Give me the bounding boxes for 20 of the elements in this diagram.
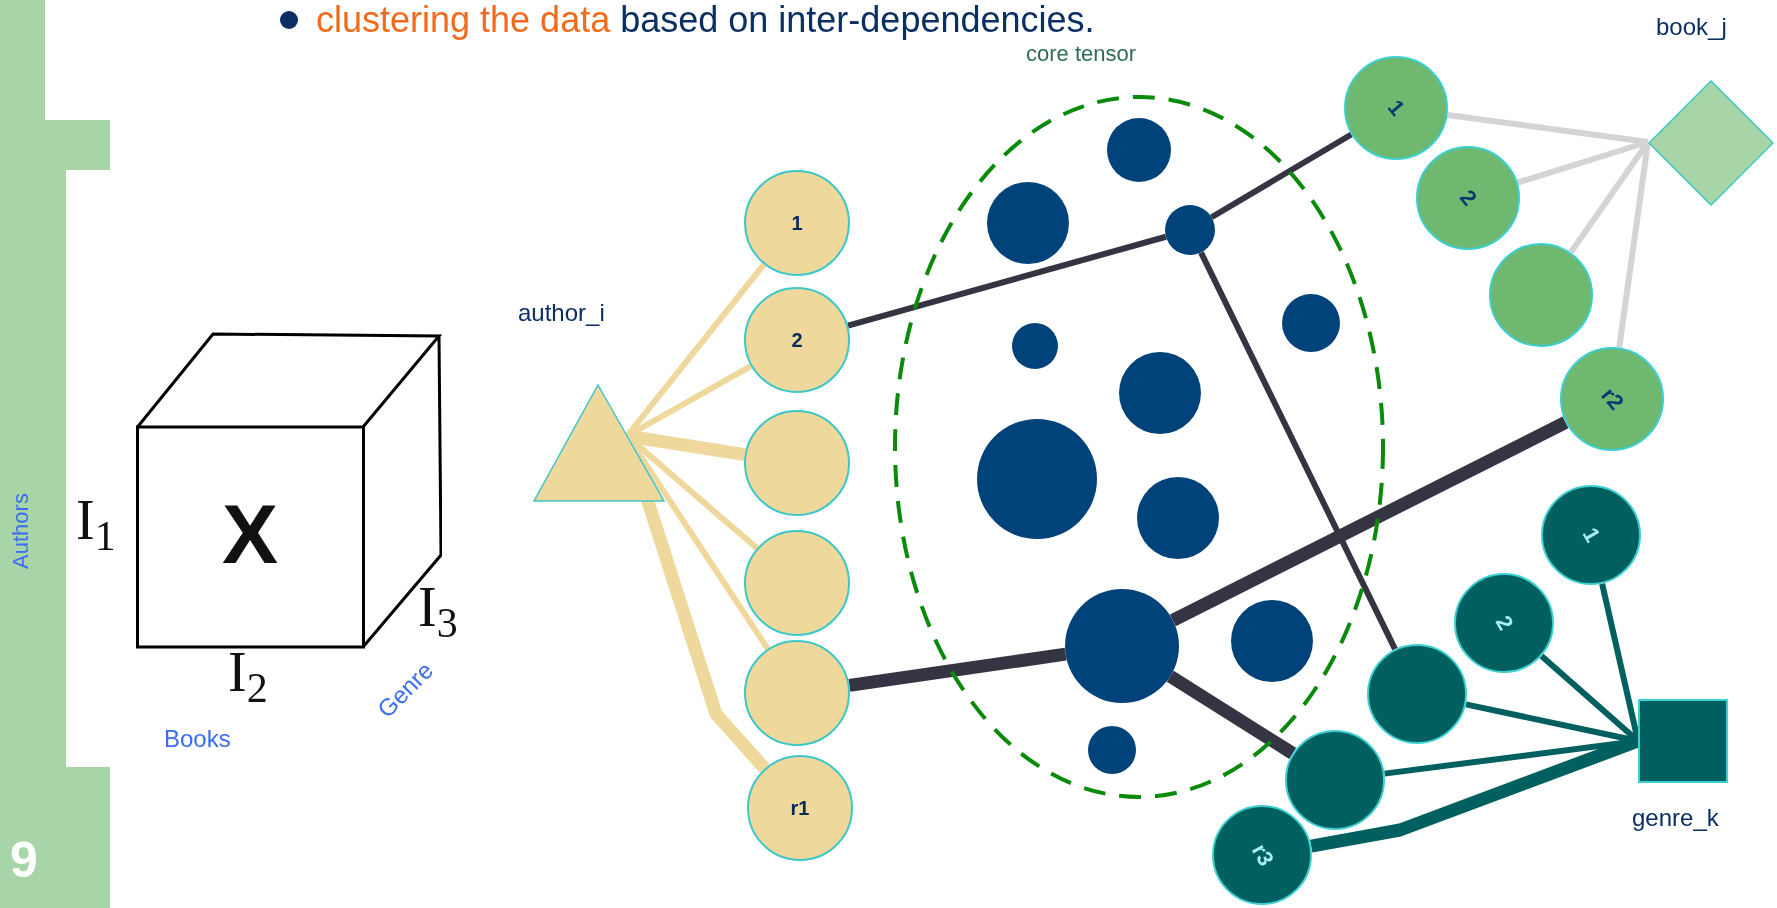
dimension-label: I$_{2}$ — [228, 640, 268, 704]
connector-line — [1447, 111, 1649, 145]
connector-line — [1169, 416, 1569, 627]
dimension-label: I$_{3}$ — [418, 575, 458, 639]
tensor-symbol: X — [221, 492, 279, 576]
node-label: book_j — [1656, 12, 1727, 42]
heading-text: clustering the data — [316, 0, 611, 40]
connector-line — [625, 429, 746, 462]
connector-line — [1198, 251, 1398, 651]
node-label: genre_k — [1632, 803, 1719, 833]
dimension-label: I$_{1}$ — [76, 488, 116, 552]
connector-line — [847, 233, 1167, 329]
axis-label: Authors — [7, 493, 34, 569]
page-number: 9 — [10, 832, 38, 888]
connector-line — [1166, 670, 1297, 759]
axis-label: Books — [164, 724, 231, 754]
heading-text: based on inter-dependencies. — [620, 0, 1095, 40]
node-label: author_i — [518, 298, 605, 328]
node-label: core tensor — [1026, 41, 1137, 67]
connector-line — [1210, 131, 1353, 220]
